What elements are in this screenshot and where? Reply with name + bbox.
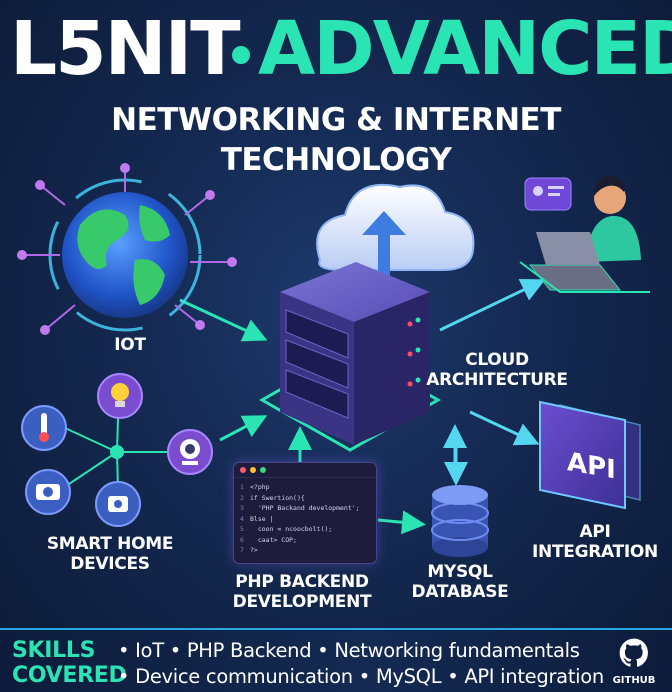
arrow-server-to-developer bbox=[439, 278, 546, 332]
label-iot: IOT bbox=[114, 335, 146, 355]
skills-heading: SKILLS COVERED bbox=[12, 638, 127, 688]
label-cloud-line2: ARCHITECTURE bbox=[426, 370, 568, 390]
code-line-text: if Swertion(){ bbox=[250, 493, 305, 502]
skill-item: IoT bbox=[135, 639, 164, 662]
arrow-php-to-mysql bbox=[377, 510, 426, 535]
github-icon bbox=[619, 638, 648, 667]
label-mysql: MYSQL DATABASE bbox=[400, 562, 520, 602]
code-line-number: 2 bbox=[240, 493, 244, 502]
label-mysql-line1: MYSQL bbox=[427, 562, 493, 582]
title-separator-dot bbox=[232, 46, 250, 64]
label-smart-home: SMART HOME DEVICES bbox=[30, 534, 190, 574]
code-line: 3 'PHP Backand development'; bbox=[240, 503, 372, 514]
connector-arrows bbox=[179, 278, 546, 535]
code-line: 5 coon = ncoocbolt(); bbox=[240, 524, 372, 535]
arrow-devices-to-server bbox=[219, 415, 268, 442]
code-line-number: 3 bbox=[240, 504, 244, 512]
code-line-number: 1 bbox=[240, 483, 244, 491]
arrow-iot-to-server bbox=[179, 298, 268, 342]
skill-item: MySQL bbox=[375, 665, 442, 688]
skill-item: PHP Backend bbox=[186, 639, 312, 662]
skills-heading-line2: COVERED bbox=[12, 663, 127, 688]
code-line-text: Blse | bbox=[250, 514, 274, 523]
label-smart-home-line1: SMART HOME bbox=[46, 534, 174, 554]
label-cloud-line1: CLOUD bbox=[465, 350, 529, 370]
github-label: GITHUB bbox=[612, 675, 656, 686]
arrow-server-to-api bbox=[469, 410, 540, 446]
code-line-number: 7 bbox=[240, 546, 244, 554]
skill-item: Networking fundamentals bbox=[334, 639, 580, 662]
smart-devices-icon bbox=[21, 373, 213, 527]
skills-line-1: • IoT • PHP Backend • Networking fundame… bbox=[118, 639, 580, 662]
server-icon bbox=[258, 262, 442, 452]
label-api: API INTEGRATION bbox=[520, 522, 670, 562]
code-line-number: 5 bbox=[240, 525, 244, 533]
code-line-text: 'PHP Backand development'; bbox=[250, 504, 360, 512]
label-smart-home-line2: DEVICES bbox=[70, 554, 150, 574]
label-cloud: CLOUD ARCHITECTURE bbox=[422, 350, 572, 390]
label-php-line1: PHP BACKEND bbox=[235, 572, 369, 592]
github-link[interactable]: GITHUB bbox=[606, 638, 662, 688]
cloud-icon bbox=[316, 183, 475, 290]
label-php: PHP BACKEND DEVELOPMENT bbox=[222, 572, 382, 612]
title-highlight: ADVANCED bbox=[258, 6, 672, 92]
code-line-text: coon = ncoocbolt(); bbox=[250, 525, 333, 533]
code-line-number: 6 bbox=[240, 535, 244, 544]
label-api-line2: INTEGRATION bbox=[532, 542, 658, 562]
window-dot-red bbox=[240, 467, 246, 473]
code-line-text: caat> COP; bbox=[250, 535, 297, 544]
code-line-text: <?php bbox=[250, 483, 270, 491]
database-icon bbox=[431, 485, 489, 557]
skills-line-2: • Device communication • MySQL • API int… bbox=[118, 665, 604, 688]
code-window-titlebar bbox=[234, 463, 376, 478]
title-main: L5NIT bbox=[10, 6, 241, 92]
code-line: 6 caat> COP; bbox=[240, 535, 372, 546]
label-mysql-line2: DATABASE bbox=[411, 582, 509, 602]
api-window-icon: API bbox=[539, 400, 641, 510]
skills-heading-line1: SKILLS bbox=[12, 638, 96, 663]
title-row: L5NIT ADVANCED bbox=[0, 6, 672, 92]
code-line-number: 4 bbox=[240, 514, 244, 523]
window-dot-yellow bbox=[250, 467, 256, 473]
globe-icon bbox=[17, 163, 237, 335]
code-line: 4 Blse | bbox=[240, 514, 372, 525]
code-line: 7 ?> bbox=[240, 545, 372, 556]
skill-item: API integration bbox=[464, 665, 604, 688]
label-api-line1: API bbox=[579, 522, 611, 542]
page-subtitle: NETWORKING & INTERNET TECHNOLOGY bbox=[111, 102, 561, 178]
code-line: 2 if Swertion(){ bbox=[240, 493, 372, 504]
developer-laptop-icon bbox=[519, 175, 650, 293]
label-php-line2: DEVELOPMENT bbox=[232, 592, 372, 612]
code-line: 1 <?php bbox=[240, 482, 372, 493]
skills-bar: SKILLS COVERED • IoT • PHP Backend • Net… bbox=[0, 628, 672, 692]
window-dot-green bbox=[260, 467, 266, 473]
skill-item: Device communication bbox=[135, 665, 353, 688]
code-line-text: ?> bbox=[250, 546, 258, 554]
